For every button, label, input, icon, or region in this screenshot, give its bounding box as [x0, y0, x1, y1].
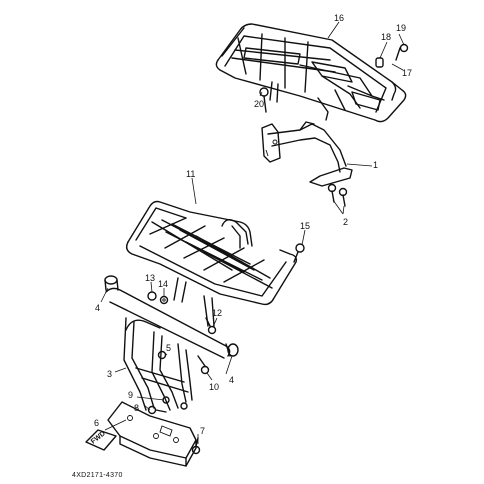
- callout-10: 10: [209, 382, 219, 392]
- callout-17: 17: [402, 68, 412, 78]
- callout-19: 19: [396, 23, 406, 33]
- callout-12: 12: [212, 308, 222, 318]
- callout-3: 3: [107, 369, 112, 379]
- callout-1: 1: [373, 160, 378, 170]
- callout-5: 5: [166, 343, 171, 353]
- nut-13: [147, 291, 157, 301]
- callout-7: 7: [200, 426, 205, 436]
- end-cap-4-left: [104, 275, 119, 291]
- callout-13: 13: [145, 273, 155, 283]
- callout-2: 2: [343, 217, 348, 227]
- callout-8: 8: [134, 403, 139, 413]
- callout-16: 16: [334, 13, 344, 23]
- callout-15: 15: [300, 221, 310, 231]
- callouts: 1 2 3 4 4 5 6 7 8 9 10 11 12 13 14 15 16…: [94, 13, 412, 436]
- rear-carrier-bracket: [261, 121, 353, 187]
- cap-18: [375, 57, 384, 68]
- bolt-8: [147, 405, 167, 415]
- bolt-19: [395, 43, 409, 61]
- bolt-10: [197, 355, 210, 375]
- front-carrier: [125, 200, 298, 327]
- bolt-12: [205, 317, 217, 335]
- callout-6: 6: [94, 418, 99, 428]
- callout-4-left: 4: [95, 303, 100, 313]
- bolt-20: [259, 87, 269, 113]
- fwd-arrow: [85, 429, 117, 451]
- rear-carrier: [215, 23, 407, 123]
- callout-4-right: 4: [229, 375, 234, 385]
- fwd-label: FWD: [90, 430, 107, 445]
- bolt-15: [293, 243, 305, 263]
- washer-14: [159, 295, 169, 305]
- callout-14: 14: [158, 279, 168, 289]
- collar-5: [157, 350, 167, 360]
- bolts-2: [327, 183, 348, 207]
- skid-plate: [107, 401, 197, 467]
- callout-20: 20: [254, 99, 264, 109]
- end-cap-4-right: [225, 343, 239, 357]
- callout-11: 11: [186, 169, 195, 179]
- drawing-code: 4XD2171-4370: [72, 472, 123, 479]
- callout-9: 9: [128, 390, 133, 400]
- callout-18: 18: [381, 32, 391, 42]
- leader-lines: [100, 21, 405, 444]
